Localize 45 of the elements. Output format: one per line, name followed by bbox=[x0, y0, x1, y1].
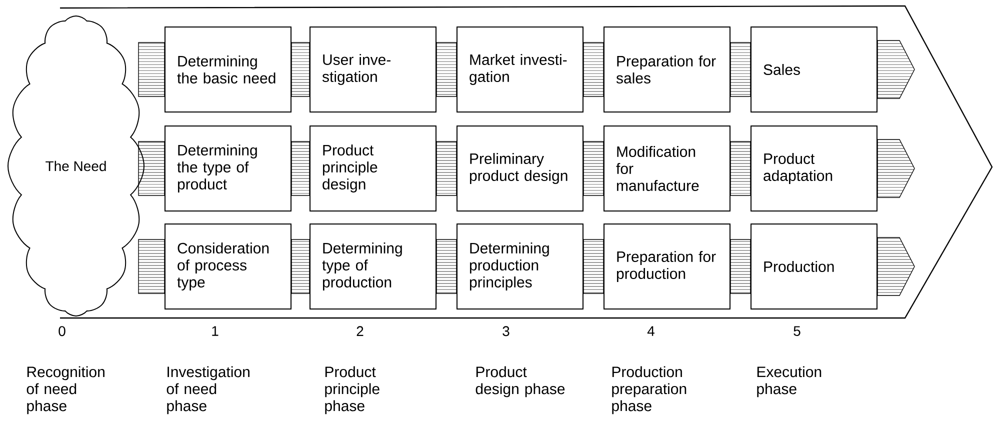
hatched-band bbox=[291, 42, 310, 97]
hatched-band bbox=[436, 141, 457, 196]
need-cloud: The Need bbox=[8, 16, 144, 316]
step-box: Determining the basic need bbox=[164, 26, 292, 112]
hatched-band bbox=[730, 42, 751, 97]
phase-name: Investigation of need phase bbox=[166, 366, 250, 414]
step-box: Preparation for production bbox=[604, 224, 730, 310]
hatched-band bbox=[138, 141, 165, 196]
phase-name: Recognition of need phase bbox=[26, 366, 104, 414]
phase-number: 4 bbox=[647, 326, 654, 336]
hatched-band bbox=[583, 42, 604, 97]
hatched-arrowhead bbox=[877, 139, 915, 198]
step-box: Determining type of production bbox=[310, 224, 436, 310]
hatched-arrowhead bbox=[877, 40, 915, 99]
phase-name: Production preparation phase bbox=[612, 366, 686, 414]
step-box: Sales bbox=[750, 26, 878, 112]
phase-name: Product design phase bbox=[476, 366, 565, 398]
step-box: Determining the type of product bbox=[164, 126, 292, 212]
phase-number: 3 bbox=[502, 326, 510, 336]
step-box: Preliminary product design bbox=[456, 126, 584, 212]
hatched-arrowhead bbox=[877, 237, 915, 296]
step-box: Product principle design bbox=[310, 126, 436, 212]
step-box: Preparation for sales bbox=[604, 26, 730, 112]
phase-name: Execution phase bbox=[757, 366, 822, 398]
phase-name: Product principle phase bbox=[325, 366, 380, 414]
step-box: Product adaptation bbox=[750, 126, 878, 212]
hatched-band bbox=[138, 239, 165, 294]
step-box: Consideration of process type bbox=[164, 224, 292, 310]
step-box: Modification for manufacture bbox=[604, 126, 730, 212]
hatched-band bbox=[436, 42, 457, 97]
hatched-band bbox=[583, 239, 604, 294]
step-box: User inve- stigation bbox=[310, 26, 436, 112]
hatched-band bbox=[291, 141, 310, 196]
step-box: Determining production principles bbox=[456, 224, 584, 310]
step-box: Production bbox=[750, 224, 878, 310]
hatched-band bbox=[291, 239, 310, 294]
step-box: Market investi- gation bbox=[456, 26, 584, 112]
phase-number: 5 bbox=[794, 326, 800, 336]
hatched-band bbox=[138, 42, 165, 97]
hatched-band bbox=[583, 141, 604, 196]
hatched-band bbox=[436, 239, 457, 294]
hatched-band bbox=[730, 239, 751, 294]
phase-number: 1 bbox=[212, 326, 218, 336]
phase-number: 2 bbox=[356, 326, 364, 336]
hatched-band bbox=[730, 141, 751, 196]
